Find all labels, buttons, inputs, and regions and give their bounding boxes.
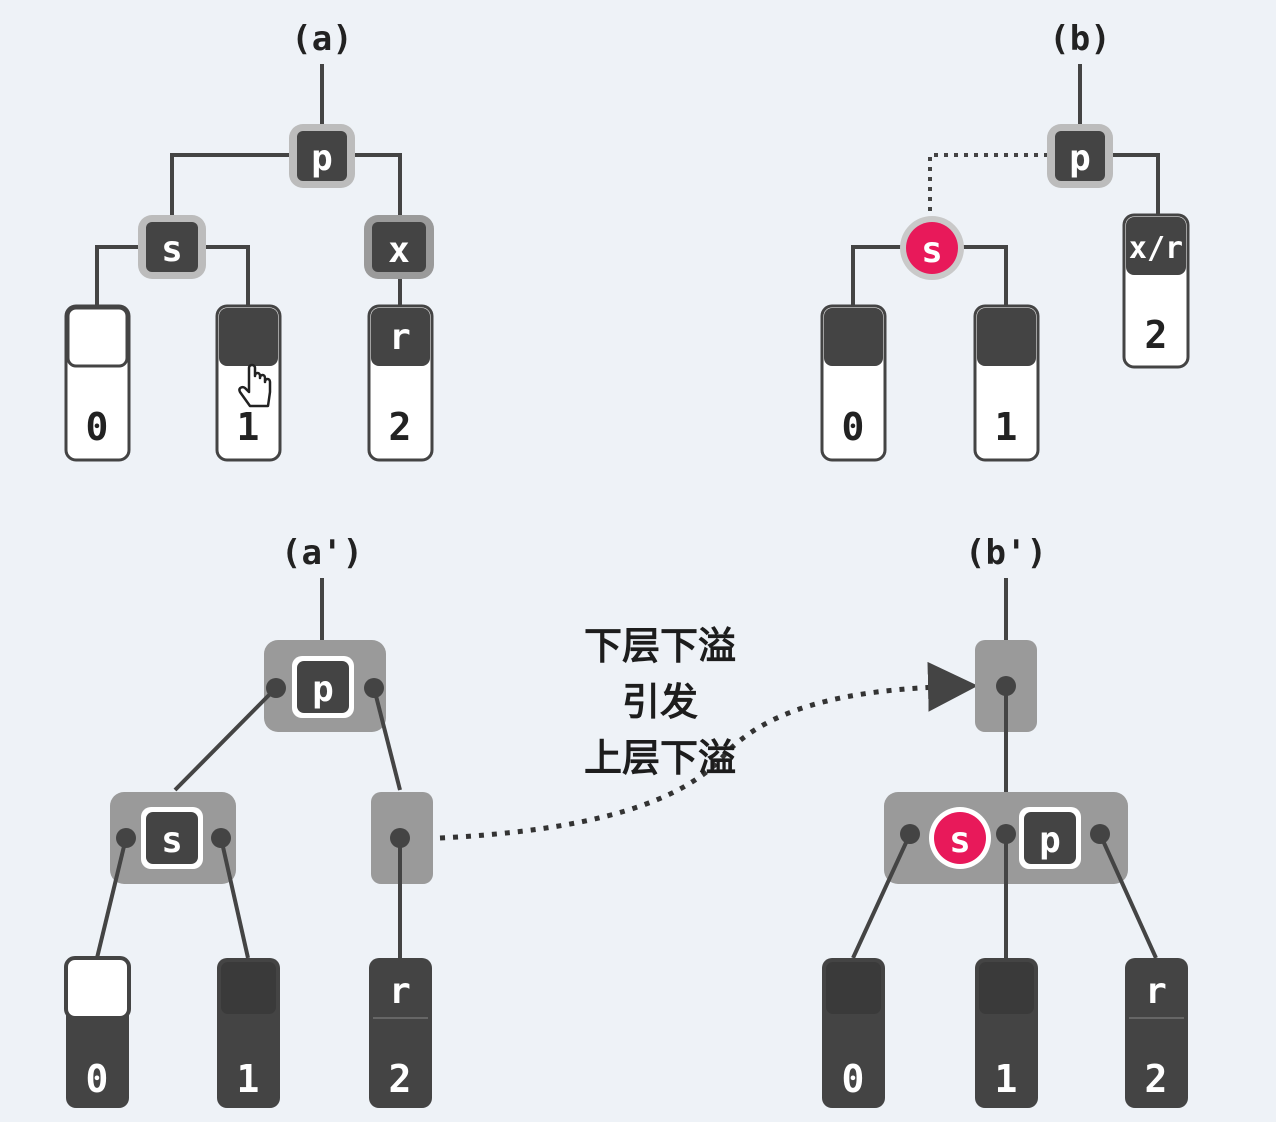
- slot-0-a: 0: [64, 304, 131, 462]
- panel-a-prime-pointers: [116, 678, 410, 848]
- underflow-propagation-arrow: [439, 661, 978, 841]
- key-s-b-highlight: s: [900, 216, 964, 280]
- slot-0-b-prime: 0: [822, 958, 885, 1108]
- key-label: r: [389, 971, 411, 1012]
- slot-1-b-prime: 1: [975, 958, 1038, 1108]
- key-label: s: [161, 229, 183, 270]
- slot-1-a-prime: 1: [217, 958, 280, 1108]
- key-p-a: p: [289, 124, 355, 188]
- slot-label: 2: [389, 1057, 412, 1101]
- label-b: (b): [1049, 19, 1110, 59]
- key-label: r: [389, 317, 411, 358]
- key-label: s: [921, 230, 943, 271]
- key-label: p: [1039, 820, 1061, 861]
- key-label: x/r: [1129, 231, 1183, 266]
- caption-line-2: 引发: [621, 680, 698, 724]
- key-p-b: p: [1047, 124, 1113, 188]
- slot-label: 1: [995, 405, 1018, 449]
- key-label: p: [311, 138, 333, 179]
- slot-2-b-prime: r 2: [1125, 958, 1188, 1108]
- slot-xr-b: x/r 2: [1122, 213, 1190, 369]
- key-s-a: s: [138, 215, 206, 279]
- key-x-a: x: [364, 215, 434, 279]
- key-label: p: [1069, 138, 1091, 179]
- slot-2-a: r 2: [367, 304, 434, 462]
- slot-1-a: 1: [215, 304, 282, 462]
- panel-a-prime: (a') p s: [64, 533, 433, 1108]
- underflow-caption: 下层下溢 引发 上层下溢: [555, 618, 765, 786]
- key-label: s: [161, 820, 183, 861]
- slot-1-b: 1: [973, 304, 1040, 462]
- panel-a: (a) p s x 0: [64, 19, 434, 462]
- slot-label: 0: [842, 1057, 865, 1101]
- slot-label: 2: [1145, 313, 1168, 357]
- panel-b-prime: (b') s p 0: [822, 533, 1188, 1108]
- slot-0-b: 0: [820, 304, 887, 462]
- key-label: r: [1145, 971, 1167, 1012]
- label-a-prime: (a'): [281, 533, 363, 573]
- panel-b-prime-pointers: [900, 676, 1110, 844]
- caption-line-3: 上层下溢: [583, 736, 736, 780]
- slot-2-a-prime: r 2: [369, 958, 432, 1108]
- slot-label: 0: [86, 405, 109, 449]
- slot-label: 1: [237, 405, 260, 449]
- panel-a-edges: [95, 64, 402, 308]
- slot-label: 0: [842, 405, 865, 449]
- label-b-prime: (b'): [965, 533, 1047, 573]
- node-p-a-prime: p: [264, 640, 386, 732]
- key-label: s: [949, 820, 971, 861]
- panel-b: (b) p s x/r 2 0: [820, 19, 1190, 462]
- panel-b-edges: [851, 64, 1160, 305]
- cursor-hand-icon: [238, 363, 272, 408]
- key-label: p: [312, 669, 334, 710]
- label-a: (a): [291, 19, 352, 59]
- panel-a-prime-edges: [95, 686, 402, 959]
- caption-line-1: 下层下溢: [583, 624, 736, 668]
- key-label: x: [388, 230, 410, 271]
- slot-label: 1: [237, 1057, 260, 1101]
- slot-label: 1: [995, 1057, 1018, 1101]
- node-s-a-prime: s: [110, 792, 236, 884]
- panel-b-prime-edges: [851, 686, 1158, 959]
- slot-label: 2: [389, 405, 412, 449]
- slot-label: 0: [86, 1057, 109, 1101]
- dotted-edge-p-s: [928, 153, 1048, 218]
- slot-0-a-prime: 0: [64, 956, 131, 1108]
- slot-label: 2: [1145, 1057, 1168, 1101]
